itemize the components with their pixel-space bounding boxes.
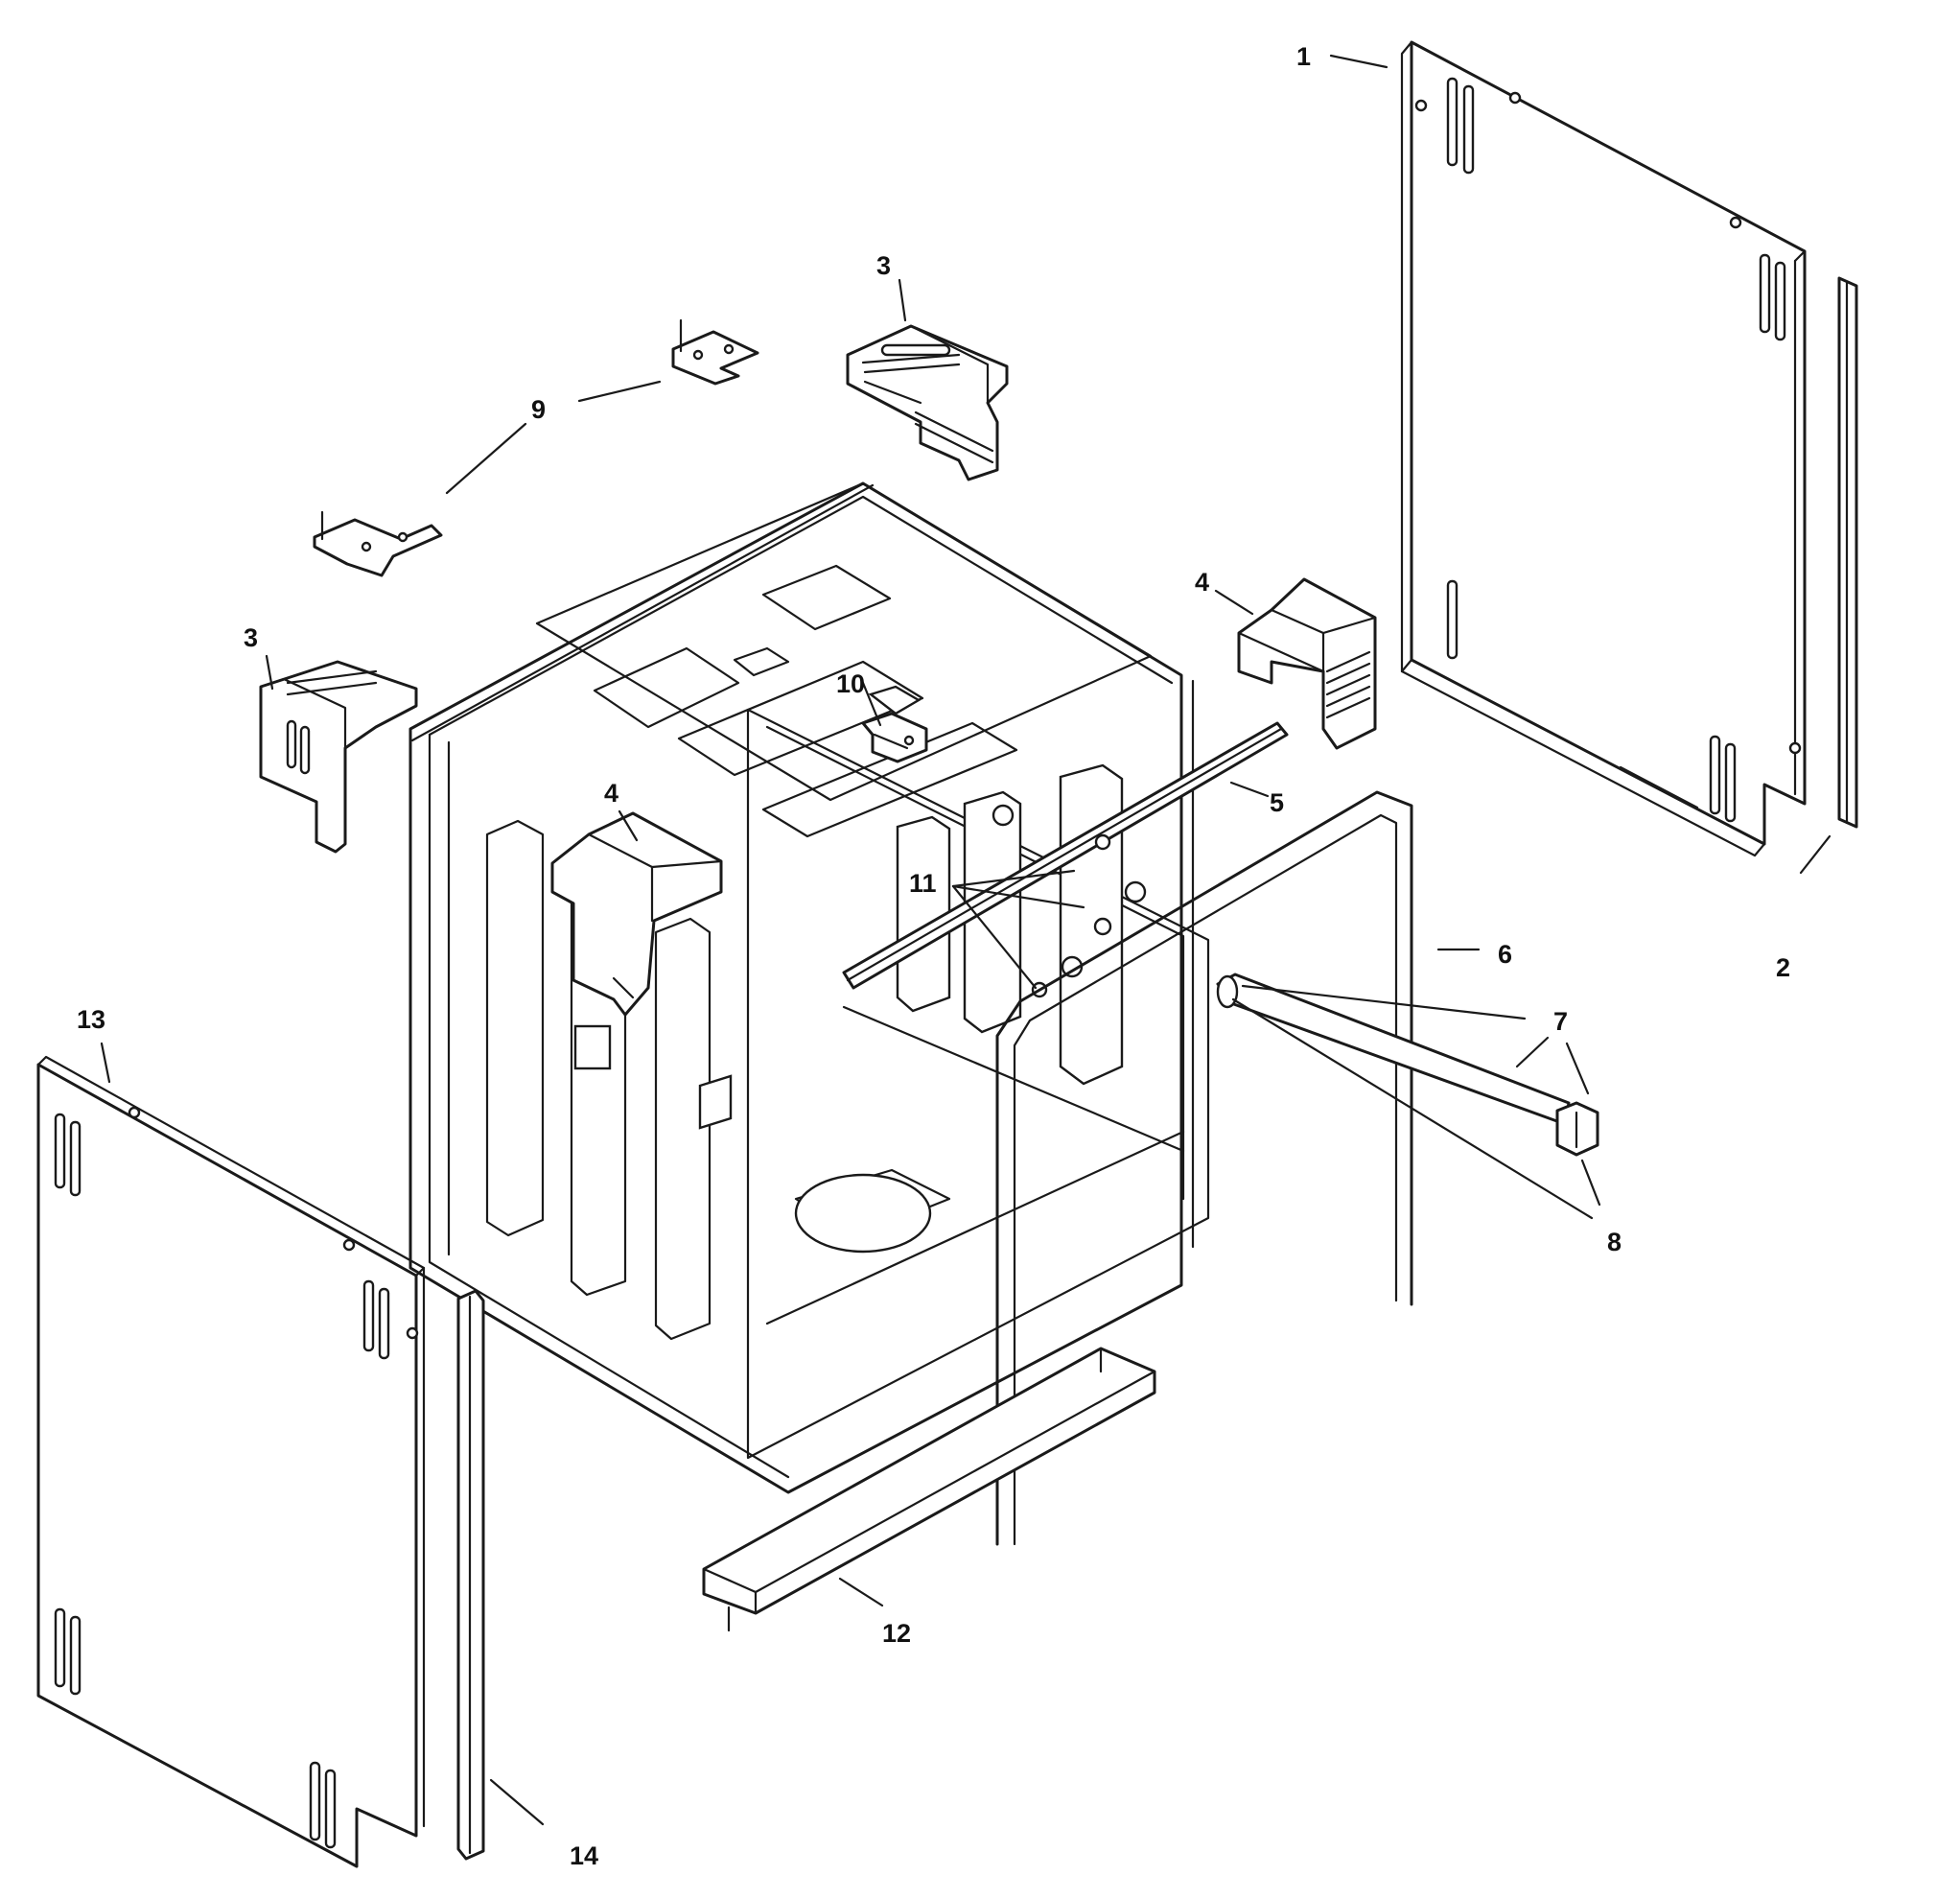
mounting-bracket-upper [846, 324, 1009, 481]
right-trim-strip [1837, 276, 1858, 829]
callout-labels: 1 2 3 3 4 4 5 6 7 8 9 10 11 12 13 14 [77, 42, 1790, 1870]
callout-12: 12 [882, 1619, 911, 1648]
fasteners [992, 804, 1147, 998]
leader-lines [100, 54, 1832, 1826]
callout-5: 5 [1270, 788, 1284, 817]
callout-3-left: 3 [244, 623, 258, 652]
bottom-rail [702, 1347, 1156, 1632]
tub-frame [408, 481, 1210, 1494]
hinge-plate-upper [671, 318, 759, 386]
vent-cover-right [1237, 577, 1377, 750]
vent-cover-left [550, 811, 723, 1017]
left-side-panel [36, 1055, 426, 1868]
left-trim-strip [456, 1289, 485, 1861]
mounting-bracket-left [259, 660, 418, 854]
door-stop-bar [1216, 973, 1571, 1126]
latch-clip [861, 712, 928, 763]
callout-1: 1 [1296, 42, 1311, 71]
right-side-panel [1400, 40, 1807, 857]
callout-11: 11 [909, 869, 937, 898]
callout-4-right: 4 [1195, 568, 1209, 597]
end-cap [1555, 1101, 1599, 1157]
callout-6: 6 [1498, 940, 1512, 969]
door-seal-frame [995, 790, 1413, 1546]
callout-8: 8 [1607, 1228, 1622, 1256]
callout-14: 14 [570, 1841, 598, 1870]
callout-3-upper: 3 [876, 251, 891, 280]
callout-2: 2 [1776, 953, 1790, 982]
callout-9: 9 [531, 395, 546, 424]
front-rail [842, 721, 1289, 990]
callout-13: 13 [77, 1005, 105, 1034]
callout-4-left: 4 [604, 779, 618, 808]
hinge-plate-lower [313, 510, 443, 577]
callout-7: 7 [1553, 1007, 1568, 1036]
callout-10: 10 [836, 669, 865, 698]
